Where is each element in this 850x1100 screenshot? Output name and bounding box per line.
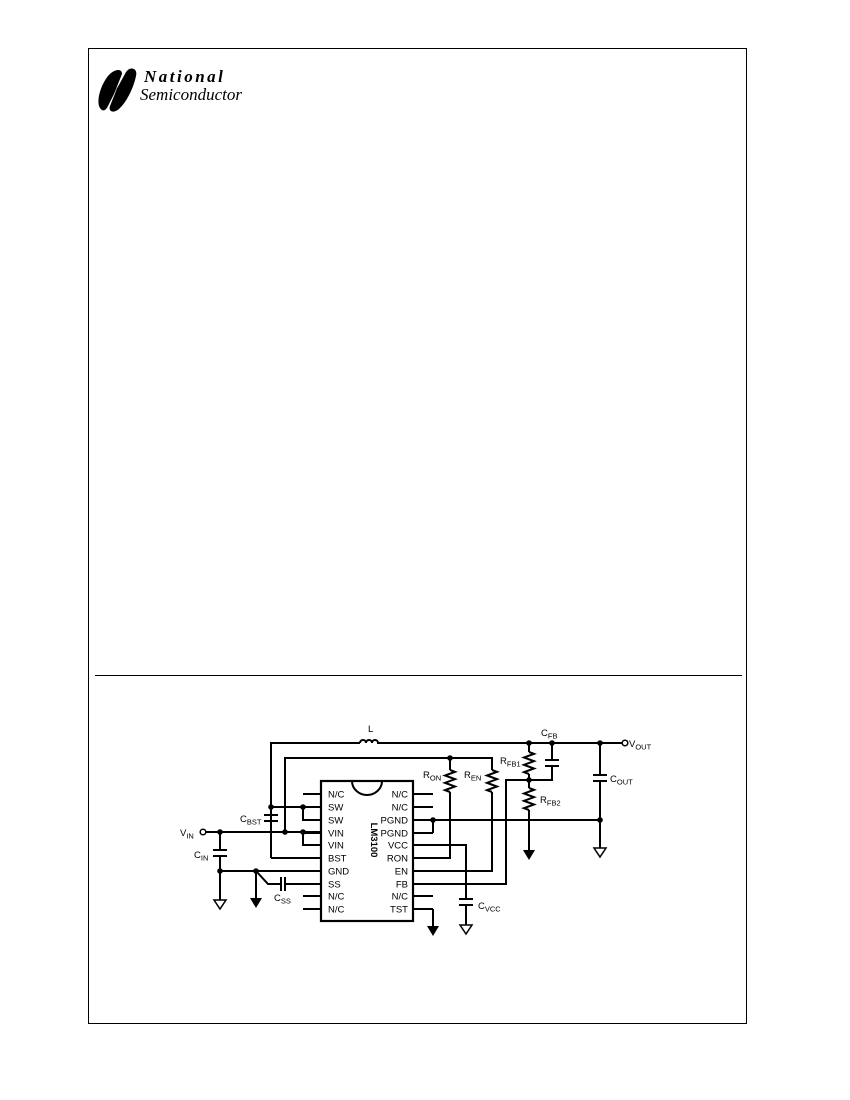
resistor: [442, 769, 458, 793]
wire: [413, 792, 451, 859]
pin-label-left: N/C: [328, 892, 345, 903]
pin-label-right: EN: [395, 867, 408, 878]
pin-label-right: VCC: [388, 841, 408, 852]
vout-terminal: [621, 739, 629, 747]
pin-label-left: VIN: [328, 841, 344, 852]
wire: [413, 844, 467, 898]
pin-label-left: N/C: [328, 790, 345, 801]
ic-name: LM3100: [368, 823, 379, 858]
pin-label-left: BST: [328, 854, 347, 865]
label-ron: RON: [423, 770, 441, 783]
junction-dot: [300, 829, 306, 835]
wire: [413, 767, 553, 885]
junction-dot: [526, 740, 532, 746]
ic-body: [319, 779, 415, 923]
label-cfb: CFB: [541, 728, 557, 741]
ground-symbol: [458, 924, 474, 936]
wire: [302, 832, 321, 846]
section-divider: [95, 675, 742, 676]
junction-dot: [282, 829, 288, 835]
pin-label-left: SW: [328, 816, 343, 827]
junction-dot: [253, 868, 259, 874]
pin-label-right: N/C: [392, 790, 409, 801]
label-l: L: [368, 724, 373, 735]
label-rfb2: RFB2: [540, 795, 561, 808]
ic-notch: [351, 780, 383, 796]
wire: [413, 792, 493, 872]
junction-dot: [268, 804, 274, 810]
pin-label-right: N/C: [392, 803, 409, 814]
junction-dot: [217, 868, 223, 874]
pin-label-right: PGND: [381, 829, 409, 840]
wire: [284, 757, 493, 832]
pin-label-right: FB: [396, 880, 408, 891]
junction-dot: [447, 755, 453, 761]
inductor: [359, 739, 380, 744]
logo-text-semiconductor: Semiconductor: [140, 85, 242, 104]
junction-dot: [549, 740, 555, 746]
pin-label-right: PGND: [381, 816, 409, 827]
ground-symbol-filled: [523, 850, 535, 860]
pin-label-right: RON: [387, 854, 408, 865]
resistor: [521, 787, 537, 811]
junction-dot: [217, 829, 223, 835]
pin-label-left: GND: [328, 867, 349, 878]
pin-labels: N/C N/C SW N/C SW PGND VIN PGND VIN VCC BST RON GND E…: [328, 790, 408, 916]
label-cout: COUT: [610, 774, 633, 787]
junction-dot: [597, 740, 603, 746]
pin-label-left: N/C: [328, 905, 345, 916]
resistor: [521, 751, 537, 775]
label-vin: VIN: [180, 828, 194, 841]
junction-dot: [597, 817, 603, 823]
ground-symbol-filled: [250, 898, 262, 908]
pin-label-left: SW: [328, 803, 343, 814]
junction-dot: [526, 777, 532, 783]
logo-n-icon: [98, 68, 137, 112]
label-css: CSS: [274, 893, 291, 906]
resistor: [484, 769, 500, 793]
label-vout: VOUT: [629, 739, 652, 752]
junction-dot: [300, 804, 306, 810]
pin-label-left: SS: [328, 880, 341, 891]
label-ren: REN: [464, 770, 481, 783]
wire: [271, 806, 321, 821]
pin-label-left: VIN: [328, 829, 344, 840]
junction-dot: [430, 817, 436, 823]
pin-label-right: TST: [390, 905, 408, 916]
label-cvcc: CVCC: [478, 901, 501, 914]
vin-terminal: [199, 828, 207, 836]
ground-symbol: [592, 847, 608, 859]
label-rfb1: RFB1: [500, 756, 521, 769]
ground-symbol-filled: [427, 926, 439, 936]
ground-symbol: [212, 899, 228, 911]
page-frame: [88, 48, 747, 1024]
pin-label-right: N/C: [392, 892, 409, 903]
label-cbst: CBST: [240, 814, 262, 827]
wire: [255, 870, 281, 885]
label-cin: CIN: [194, 850, 208, 863]
national-semiconductor-logo: National Semiconductor: [96, 64, 276, 114]
logo-text-national: National: [144, 67, 226, 86]
component-marks: [199, 739, 629, 936]
wire: [270, 742, 360, 858]
